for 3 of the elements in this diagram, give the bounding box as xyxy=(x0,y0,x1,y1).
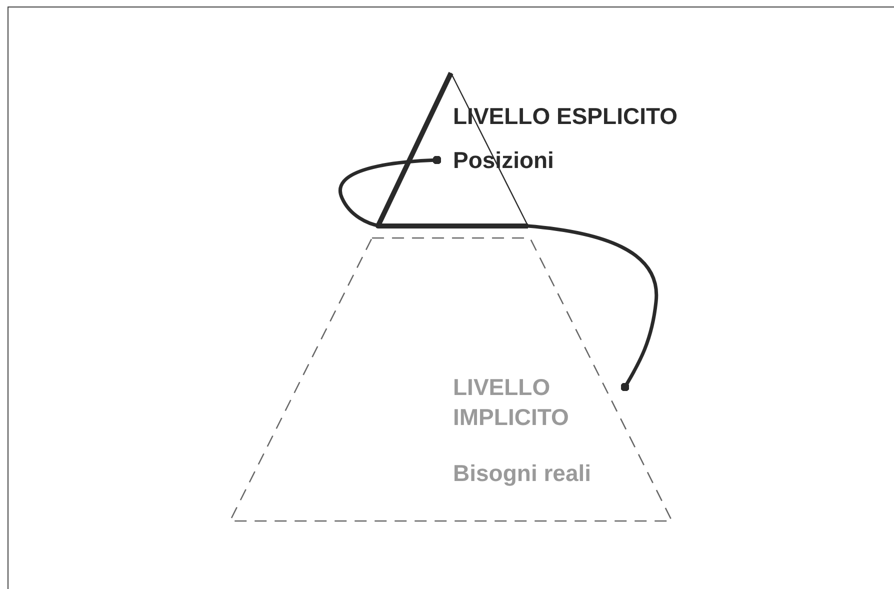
level-description: Bisogni reali xyxy=(453,459,592,488)
connector-curve xyxy=(338,156,658,392)
level-heading: LIVELLO IMPLICITO xyxy=(453,373,570,432)
